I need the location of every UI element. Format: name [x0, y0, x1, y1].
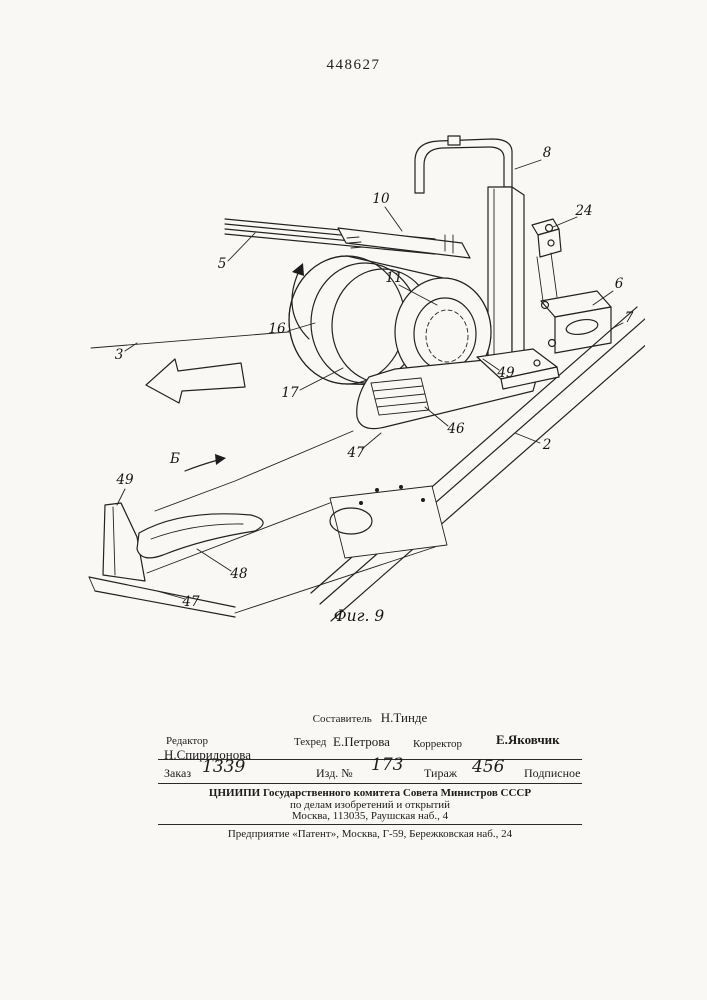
editor-label: Редактор	[166, 735, 209, 747]
corrector-label: Корректор	[413, 738, 463, 750]
ref-label-49-left: 49	[115, 472, 134, 488]
tirazh-value: 456	[472, 757, 505, 777]
ref-label-b: Б	[169, 451, 180, 467]
base-edge	[146, 430, 436, 614]
org-line-3: Москва, 113035, Раушская наб., 4	[291, 810, 449, 822]
org-line-1: ЦНИИПИ Государственного комитета Совета …	[208, 787, 532, 799]
mount-saddle-47	[356, 355, 540, 430]
order-value: 1339	[202, 757, 246, 777]
rule-top	[158, 759, 582, 760]
grooves-46	[370, 377, 430, 416]
patent-number: 448627	[326, 57, 381, 73]
izd-label: Изд. №	[316, 766, 353, 780]
ref-label-6: 6	[615, 276, 624, 292]
direction-arrow-b	[184, 454, 226, 472]
ref-label-46: 46	[446, 421, 465, 437]
ref-label-48: 48	[229, 566, 248, 582]
corrector-name: Е.Яковчик	[496, 732, 560, 747]
colophon: Составитель Н.Тинде Редактор Н.Спиридоно…	[158, 705, 582, 845]
drum-roller	[288, 255, 492, 387]
compiler-label: Составитель	[312, 713, 372, 725]
ref-label-2: 2	[542, 437, 552, 453]
corner-guide	[88, 502, 264, 618]
rule-middle	[158, 783, 582, 784]
leader-lines	[116, 159, 624, 600]
ref-label-49-right: 49	[496, 365, 515, 381]
compiler-row: Составитель Н.Тинде	[158, 710, 582, 726]
techred-name: Е.Петрова	[333, 734, 390, 749]
podpisnoe-label: Подписное	[524, 766, 581, 780]
tirazh-label: Тираж	[424, 766, 458, 780]
bottom-plate	[329, 485, 448, 559]
ref-label-16: 16	[268, 321, 286, 337]
ref-label-10: 10	[372, 191, 390, 207]
techred-label: Техред	[294, 736, 327, 748]
stop-bracket-24	[531, 218, 562, 258]
editor-name: Н.Спиридонова	[164, 747, 251, 762]
technical-drawing-fig9: 5 10 11 8 24 6 7 16 3 17 49 46 2 47 Б 49…	[88, 135, 645, 625]
clamp-bracket-8	[414, 135, 525, 364]
izd-value: 173	[371, 755, 404, 775]
ref-label-24: 24	[574, 203, 592, 219]
figure-labels: 5 10 11 8 24 6 7 16 3 17 49 46 2 47 Б 49…	[115, 145, 634, 625]
housing-6	[536, 252, 612, 354]
bracket-foot-49	[476, 348, 560, 390]
figure-caption: Фиг. 9	[334, 607, 385, 625]
ref-label-5: 5	[218, 256, 227, 272]
ref-label-3: 3	[115, 347, 124, 363]
rotation-arrow	[291, 263, 310, 340]
rule-bottom	[158, 824, 582, 825]
ref-label-8: 8	[543, 145, 552, 161]
org-line-2: по делам изобретений и открытий	[289, 799, 451, 811]
ref-label-47-mid: 47	[346, 445, 365, 461]
printer-line: Предприятие «Патент», Москва, Г-59, Бере…	[227, 828, 513, 840]
ref-label-11: 11	[385, 270, 402, 286]
compiler-name: Н.Тинде	[380, 710, 428, 725]
top-plate-10	[337, 227, 471, 259]
block-arrow	[145, 358, 246, 404]
ref-label-47-left: 47	[181, 594, 200, 610]
ref-label-7: 7	[625, 310, 634, 326]
order-label: Заказ	[164, 766, 192, 780]
ref-label-17: 17	[281, 385, 299, 401]
